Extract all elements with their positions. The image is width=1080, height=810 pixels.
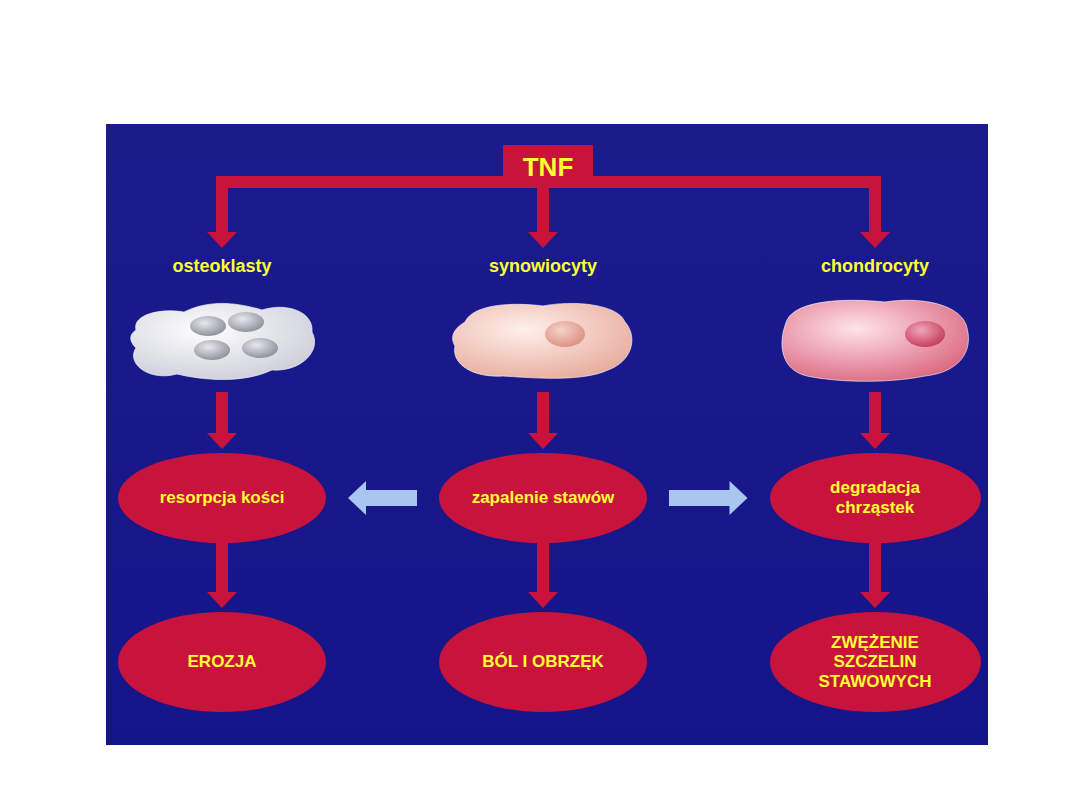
node-text: TNF — [523, 154, 574, 180]
effect-ellipse: EROZJA — [118, 612, 326, 712]
cell-label: synowiocyty — [489, 252, 597, 278]
arrow-connector — [207, 392, 237, 449]
arrow-connector — [207, 182, 503, 248]
cell-node: osteoklasty — [112, 252, 332, 392]
cell-node: synowiocyty — [433, 252, 653, 392]
cell-illustration — [122, 292, 322, 387]
arrow-connector — [860, 392, 890, 449]
effect-ellipse: BÓL I OBRZĘK — [439, 612, 647, 712]
cell-illustration — [443, 292, 643, 387]
arrow-connector — [528, 543, 558, 608]
arrow-connector — [348, 481, 417, 515]
tnf-box: TNF — [503, 145, 593, 188]
arrow-connector — [593, 182, 890, 248]
node-text: zapalenie stawów — [472, 488, 615, 508]
node-text: BÓL I OBRZĘK — [482, 652, 604, 672]
arrow-connector — [207, 543, 237, 608]
node-text: resorpcja kości — [160, 488, 285, 508]
node-text: ZWĘŻENIE SZCZELIN STAWOWYCH — [800, 633, 950, 692]
process-ellipse: resorpcja kości — [118, 453, 326, 543]
cell-label: osteoklasty — [172, 252, 271, 278]
arrow-connector — [528, 188, 558, 248]
arrow-connector — [669, 481, 748, 515]
cell-node: chondrocyty — [765, 252, 985, 392]
node-text: degradacja chrząstek — [800, 478, 950, 517]
cell-label: chondrocyty — [821, 252, 929, 278]
process-ellipse: degradacja chrząstek — [770, 453, 981, 543]
cell-illustration — [775, 292, 975, 387]
arrow-connector — [528, 392, 558, 449]
node-text: EROZJA — [188, 652, 257, 672]
process-ellipse: zapalenie stawów — [439, 453, 647, 543]
effect-ellipse: ZWĘŻENIE SZCZELIN STAWOWYCH — [770, 612, 981, 712]
arrow-connector — [860, 543, 890, 608]
